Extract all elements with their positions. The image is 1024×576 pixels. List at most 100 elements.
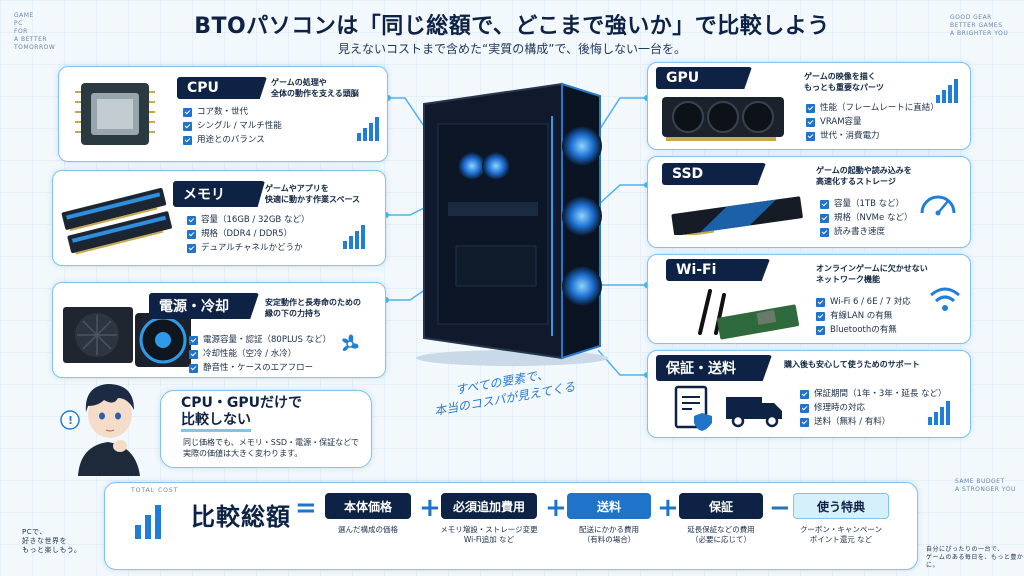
bar-graph-icon: [343, 225, 365, 249]
list-item: 容量（16GB / 32GB など）: [187, 213, 309, 227]
check-icon: [800, 417, 809, 427]
term-warranty: 保証: [679, 493, 763, 519]
list-item: VRAM容量: [806, 115, 939, 129]
cpu-desc: ゲームの処理や 全体の動作を支える頭脳: [271, 78, 359, 98]
list-item: 規格（NVMe など）: [820, 211, 912, 225]
check-icon: [187, 243, 196, 253]
warranty-desc: 購入後も安心して使うためのサポート: [784, 360, 920, 369]
minus-sign: −: [769, 493, 791, 523]
check-icon: [183, 107, 192, 117]
check-icon: [189, 335, 198, 345]
formula-title: 比較総額: [191, 503, 291, 531]
bar-graph-icon: [928, 401, 950, 425]
corner-text-bottom-right: 自分にぴったりの一台で、 ゲームのある毎日を、もっと豊かに。: [926, 546, 1024, 569]
term-base-price: 本体価格: [325, 493, 411, 519]
cpu-title: CPU: [177, 77, 267, 99]
list-item: 電源容量・認証（80PLUS など）: [189, 333, 331, 347]
speech-bubble: CPU・GPUだけで 比較しない 同じ価格でも、メモリ・SSD・電源・保証などで…: [160, 390, 372, 468]
corner-text-top-right: GOOD GEAR BETTER GAMES A BRIGHTER YOU: [950, 14, 1009, 37]
list-item: 世代・消費電力: [806, 129, 939, 143]
memory-title: メモリ: [173, 181, 265, 207]
equals-sign: =: [295, 493, 317, 523]
list-item: Wi-Fi 6 / 6E / 7 対応: [816, 295, 911, 309]
corner-text-top-left: GAME PC FOR A BETTER TOMORROW: [14, 12, 56, 51]
corner-text-mid-right: SAME BUDGET A STRONGER YOU: [955, 478, 1016, 493]
list-item: 修理時の対応: [800, 401, 947, 415]
list-item: 静音性・ケースのエアフロー: [189, 361, 331, 375]
check-icon: [816, 297, 825, 307]
check-icon: [189, 363, 198, 373]
gpu-list: 性能（フレームレートに直結） VRAM容量 世代・消費電力: [806, 101, 939, 143]
speech-body: 同じ価格でも、メモリ・SSD・電源・保証などで 実際の価値は大きく変わります。: [183, 438, 359, 458]
speedometer-icon: [920, 195, 956, 216]
total-cost-label: TOTAL COST: [131, 487, 179, 494]
warranty-document-icon: [674, 385, 712, 431]
gpu-desc: ゲームの映像を描く もっとも重要なパーツ: [804, 72, 884, 92]
list-item: 保証期間（1年・3年・延長 など）: [800, 387, 947, 401]
cpu-chip-icon: [75, 83, 155, 145]
warranty-title: 保証・送料: [656, 355, 772, 381]
wifi-desc: オンラインゲームに欠かせない ネットワーク機能: [816, 264, 928, 284]
plus-sign: +: [545, 493, 567, 523]
memory-desc: ゲームやアプリを 快適に動かす作業スペース: [265, 184, 361, 204]
check-icon: [189, 349, 198, 359]
list-item: デュアルチャネルかどうか: [187, 241, 309, 255]
page-subtitle: 見えないコストまで含めた“実質の構成”で、後悔しない一台を。: [338, 42, 686, 56]
list-item: 容量（1TB など）: [820, 197, 912, 211]
delivery-truck-icon: [726, 397, 782, 428]
list-item: Bluetoothの有無: [816, 323, 911, 337]
power-title: 電源・冷却: [149, 293, 259, 319]
term-base-price-sub: 選んだ構成の価格: [338, 525, 398, 534]
card-ssd: SSD ゲームの起動や読み込みを 高速化するストレージ 容量（1TB など） 規…: [647, 156, 971, 248]
list-item: 規格（DDR4 / DDR5）: [187, 227, 309, 241]
term-bonus: 使う特典: [793, 493, 889, 519]
power-desc: 安定動作と長寿命のための 縁の下の力持ち: [265, 298, 361, 318]
check-icon: [806, 103, 815, 113]
term-shipping-sub: 配送にかかる費用 （有料の場合）: [579, 525, 639, 544]
total-cost-formula: TOTAL COST 比較総額 = 本体価格 選んだ構成の価格 + 必須追加費用…: [104, 482, 918, 570]
check-icon: [820, 199, 829, 209]
list-item: 送料（無料 / 有料）: [800, 415, 947, 429]
wifi-list: Wi-Fi 6 / 6E / 7 対応 有線LAN の有無 Bluetoothの…: [816, 295, 911, 337]
plus-sign: +: [657, 493, 679, 523]
card-wifi: Wi-Fi オンラインゲームに欠かせない ネットワーク機能 Wi-Fi 6 / …: [647, 254, 971, 344]
check-icon: [820, 213, 829, 223]
check-icon: [816, 311, 825, 321]
page-title: BTOパソコンは「同じ総額で、どこまで強いか」で比較しよう: [194, 14, 830, 39]
card-warranty: 保証・送料 購入後も安心して使うためのサポート 保証期間（1年・3年・延長 など…: [647, 350, 971, 438]
term-shipping: 送料: [567, 493, 651, 519]
wifi-card-icon: [698, 289, 799, 340]
card-gpu: GPU ゲームの映像を描く もっとも重要なパーツ 性能（フレームレートに直結） …: [647, 62, 971, 150]
check-icon: [816, 325, 825, 335]
warranty-list: 保証期間（1年・3年・延長 など） 修理時の対応 送料（無料 / 有料）: [800, 387, 947, 429]
cpu-list: コア数・世代 シングル / マルチ性能 用途とのバランス: [183, 105, 282, 147]
term-required-extras: 必須追加費用: [441, 493, 537, 519]
check-icon: [820, 227, 829, 237]
list-item: 性能（フレームレートに直結）: [806, 101, 939, 115]
list-item: 冷却性能（空冷 / 水冷）: [189, 347, 331, 361]
ssd-desc: ゲームの起動や読み込みを 高速化するストレージ: [816, 166, 912, 186]
check-icon: [806, 131, 815, 141]
ssd-title: SSD: [662, 163, 766, 185]
list-item: 用途とのバランス: [183, 133, 282, 147]
ssd-list: 容量（1TB など） 規格（NVMe など） 読み書き速度: [820, 197, 912, 239]
corner-text-bottom-left: PCで、 好きな世界を もっと楽しもう。: [22, 528, 82, 554]
svg-text:!: !: [68, 414, 73, 427]
check-icon: [800, 403, 809, 413]
term-bonus-sub: クーポン・キャンペーン ポイント還元 など: [799, 525, 883, 544]
bar-graph-icon: [936, 79, 958, 103]
check-icon: [183, 135, 192, 145]
term-warranty-sub: 延長保証などの費用 （必要に応じて）: [687, 525, 755, 544]
check-icon: [183, 121, 192, 131]
list-item: 有線LAN の有無: [816, 309, 911, 323]
term-required-extras-sub: メモリ増設・ストレージ変更 Wi-Fi追加 など: [440, 525, 538, 544]
check-icon: [800, 389, 809, 399]
bar-graph-icon: [357, 117, 379, 141]
check-icon: [806, 117, 815, 127]
speech-title: CPU・GPUだけで 比較しない: [181, 395, 302, 432]
graphics-card-icon: [662, 97, 784, 141]
bar-graph-icon: [135, 505, 161, 539]
card-cpu: CPU ゲームの処理や 全体の動作を支える頭脳 コア数・世代 シングル / マル…: [58, 66, 388, 162]
card-memory: メモリ ゲームやアプリを 快適に動かす作業スペース 容量（16GB / 32GB…: [52, 170, 386, 266]
wifi-title: Wi-Fi: [666, 259, 770, 281]
